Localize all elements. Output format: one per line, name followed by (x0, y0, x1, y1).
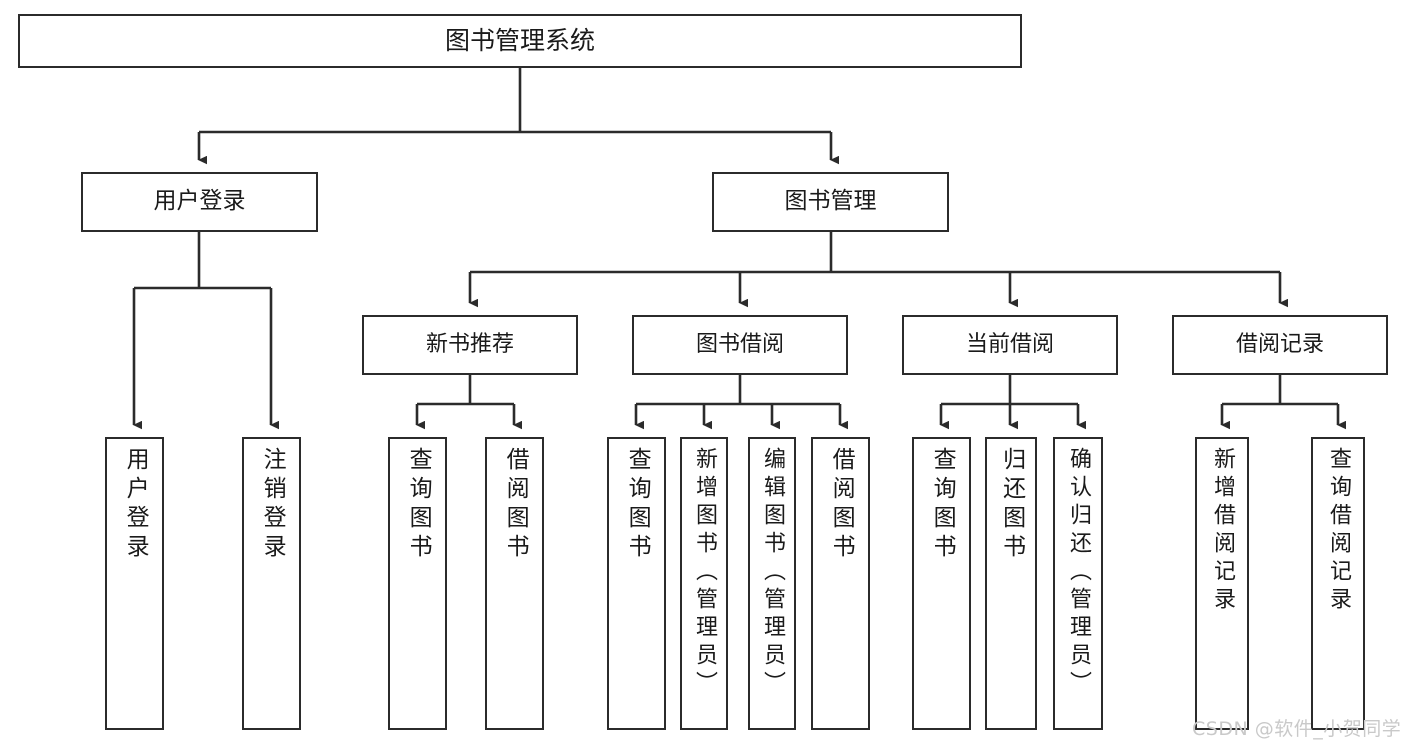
node-label: 查询图书 (624, 447, 651, 563)
node-label: 新增图书（管理员） (691, 447, 717, 699)
leaf-query-borrow-record[interactable]: 查询借阅记录 (1311, 437, 1365, 730)
node-book-management[interactable]: 图书管理 (712, 172, 949, 232)
leaf-confirm-return-admin[interactable]: 确认归还（管理员） (1053, 437, 1103, 730)
leaf-user-login[interactable]: 用户登录 (105, 437, 164, 730)
node-new-book-recommend[interactable]: 新书推荐 (362, 315, 578, 375)
node-label: 借阅图书 (502, 447, 529, 563)
node-label: 新增借阅记录 (1209, 447, 1235, 615)
node-label: 注销登录 (259, 447, 286, 563)
node-label: 归还图书 (998, 447, 1025, 563)
node-label: 图书管理 (784, 188, 877, 215)
node-label: 查询图书 (929, 447, 956, 563)
node-label: 图书管理系统 (444, 26, 595, 56)
node-book-borrow[interactable]: 图书借阅 (632, 315, 848, 375)
leaf-borrow-book-rec[interactable]: 借阅图书 (485, 437, 544, 730)
leaf-add-borrow-record[interactable]: 新增借阅记录 (1195, 437, 1249, 730)
node-user-login[interactable]: 用户登录 (81, 172, 318, 232)
node-label: 借阅记录 (1235, 332, 1324, 358)
csdn-watermark: CSDN @软件_小贺同学 (1192, 718, 1402, 740)
node-label: 查询图书 (405, 447, 432, 563)
node-current-borrow[interactable]: 当前借阅 (902, 315, 1118, 375)
leaf-query-book-rec[interactable]: 查询图书 (388, 437, 447, 730)
node-label: 当前借阅 (965, 332, 1054, 358)
leaf-borrow-book[interactable]: 借阅图书 (811, 437, 870, 730)
node-borrow-record[interactable]: 借阅记录 (1172, 315, 1388, 375)
leaf-user-logout[interactable]: 注销登录 (242, 437, 301, 730)
leaf-edit-book-admin[interactable]: 编辑图书（管理员） (748, 437, 796, 730)
leaf-add-book-admin[interactable]: 新增图书（管理员） (680, 437, 728, 730)
node-label: 确认归还（管理员） (1065, 447, 1091, 699)
node-label: 用户登录 (122, 447, 149, 563)
node-root-system[interactable]: 图书管理系统 (18, 14, 1022, 68)
node-label: 图书借阅 (695, 332, 784, 358)
node-label: 编辑图书（管理员） (759, 447, 785, 699)
node-label: 新书推荐 (425, 332, 514, 358)
node-label: 查询借阅记录 (1325, 447, 1351, 615)
leaf-query-book-current[interactable]: 查询图书 (912, 437, 971, 730)
node-label: 用户登录 (153, 188, 246, 215)
node-label: 借阅图书 (828, 447, 855, 563)
leaf-return-book[interactable]: 归还图书 (985, 437, 1037, 730)
leaf-query-book-borrow[interactable]: 查询图书 (607, 437, 666, 730)
